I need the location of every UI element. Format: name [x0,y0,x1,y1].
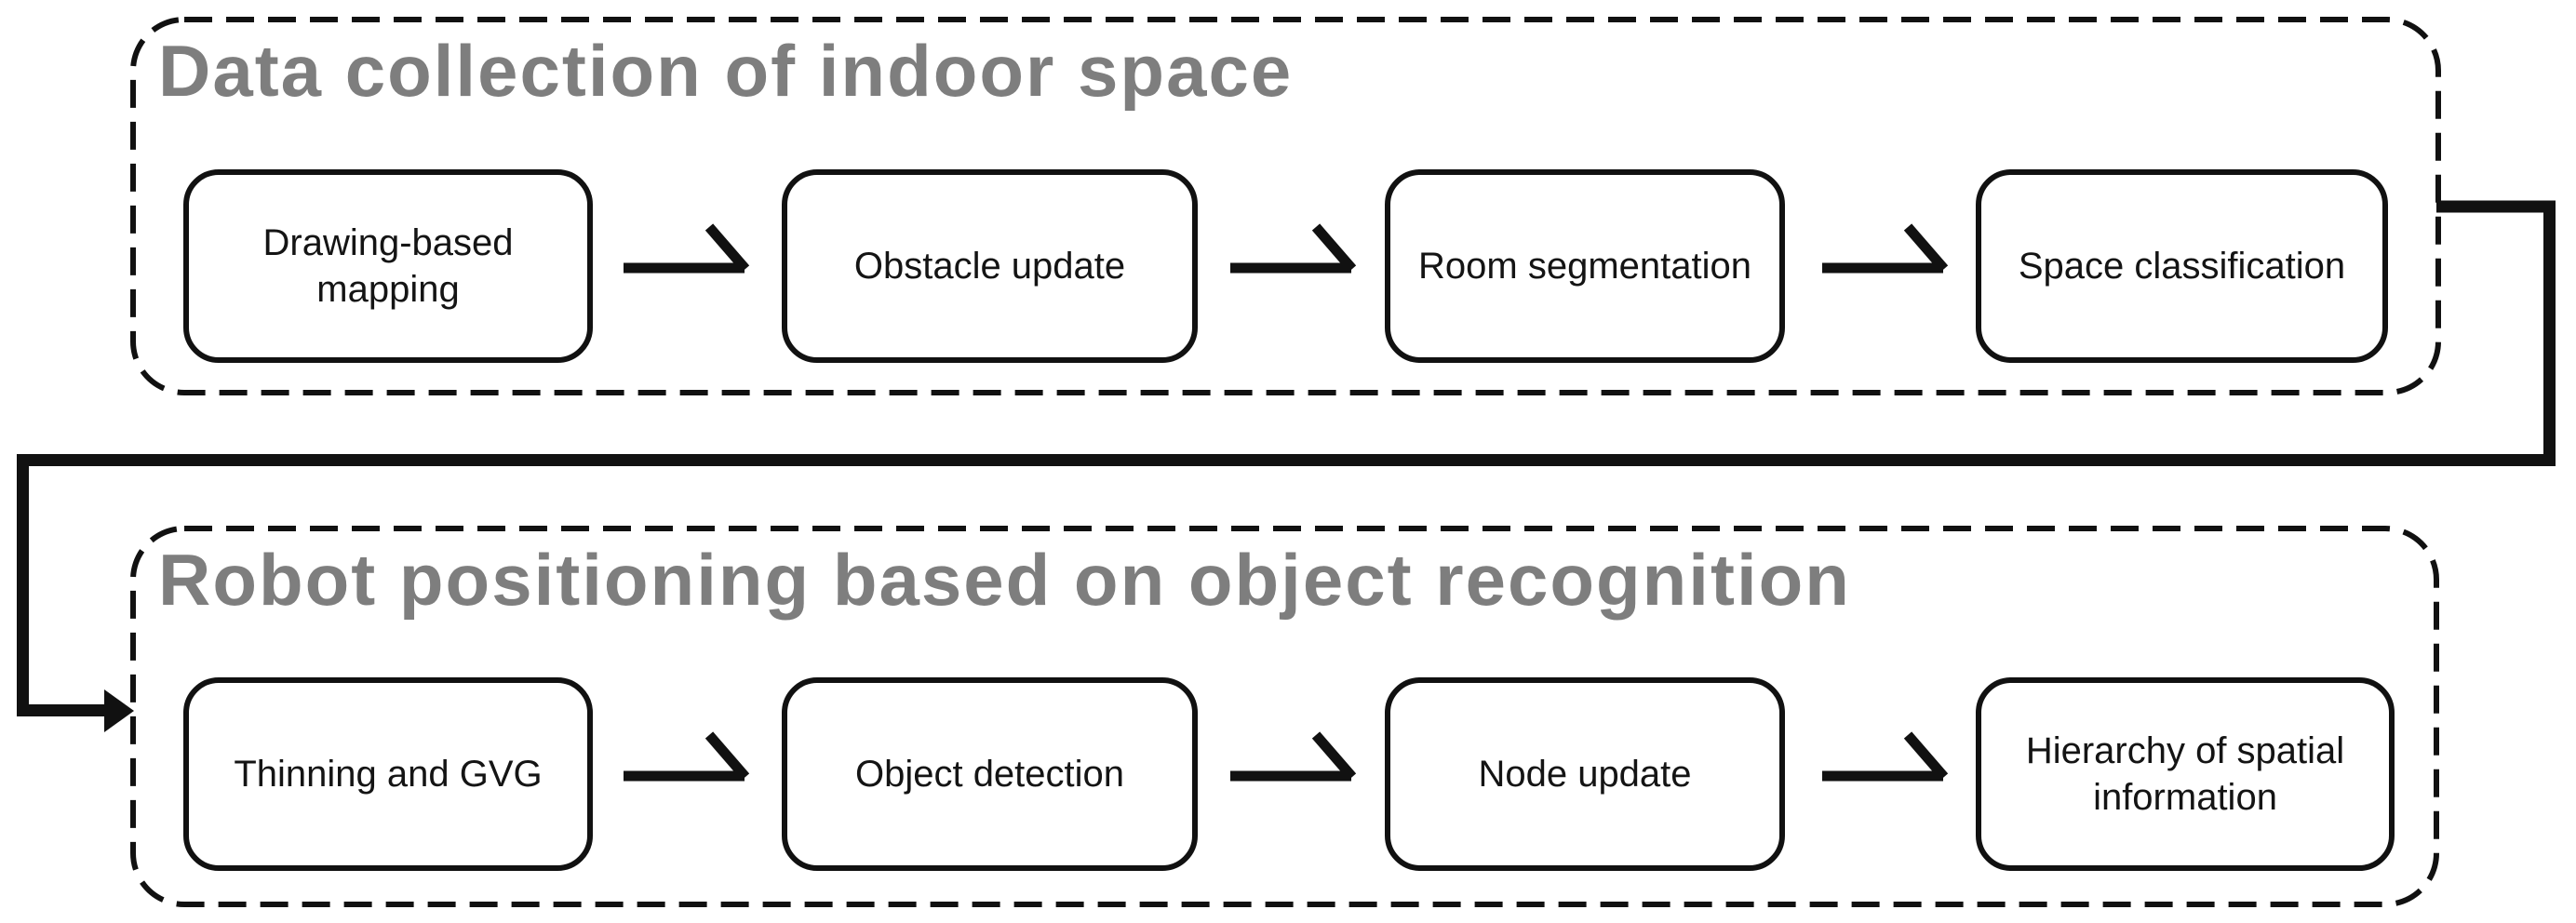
flow-box-label: Room segmentation [1418,246,1751,287]
flow-arrow-icon [1230,731,1357,782]
group1-title: Data collection of indoor space [158,30,1294,112]
flow-box-hierarchy-of-spatial-information: Hierarchy of spatial information [1976,677,2395,871]
group1-dashed-border [130,17,2441,395]
connector-line [17,200,2556,716]
flow-box-object-detection: Object detection [782,677,1198,871]
flow-box-label: Node update [1478,754,1692,795]
flow-arrow-icon [624,731,750,782]
flow-box-obstacle-update: Obstacle update [782,169,1198,363]
flow-box-label: Drawing-based mapping [262,222,514,310]
flow-box-drawing-based-mapping: Drawing-based mapping [183,169,593,363]
flow-box-room-segmentation: Room segmentation [1385,169,1785,363]
flow-box-label: Thinning and GVG [234,754,543,795]
flow-box-thinning-and-gvg: Thinning and GVG [183,677,593,871]
group2-dashed-border [130,526,2439,907]
flow-box-space-classification: Space classification [1976,169,2388,363]
flow-arrow-icon [1230,223,1357,274]
flow-box-label: Obstacle update [853,246,1126,287]
flow-box-label: Object detection [854,754,1125,795]
flow-arrow-icon [1822,731,1949,782]
group2-title: Robot positioning based on object recogn… [158,539,1851,621]
connector-arrowhead-icon [104,689,134,732]
flow-arrow-icon [624,223,750,274]
flow-box-node-update: Node update [1385,677,1785,871]
flow-box-label: Space classification [2018,246,2346,287]
flow-box-label: Hierarchy of spatial information [2025,730,2345,818]
flow-arrow-icon [1822,223,1949,274]
